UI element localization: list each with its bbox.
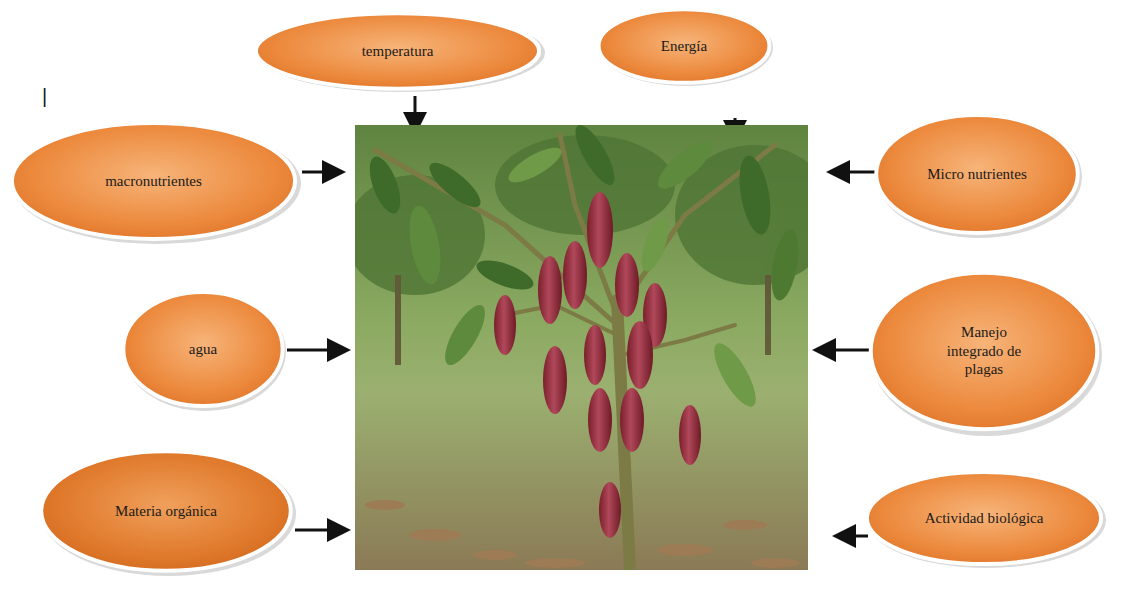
cacao-photo xyxy=(355,125,808,570)
leaf-litter xyxy=(365,500,799,568)
arrow xyxy=(414,96,417,130)
orange-ellipse: Micro nutrientes xyxy=(872,110,1082,238)
node-label: temperatura xyxy=(362,42,434,61)
arrow xyxy=(832,171,880,174)
cacao-pods xyxy=(494,192,701,538)
text-block: temperatura xyxy=(362,42,434,61)
arrow xyxy=(295,529,345,532)
ellipse-shape xyxy=(41,451,291,571)
node-label: Materia orgánica xyxy=(115,502,217,521)
text-block: Micro nutrientes xyxy=(927,165,1027,184)
ellipse-shape xyxy=(871,273,1098,429)
text-block: Materia orgánica xyxy=(115,502,217,521)
cursor-mark: | xyxy=(42,86,47,106)
arrow xyxy=(838,535,868,538)
ellipse-shadow xyxy=(256,13,545,92)
node-label: Manejo integrado de plagas xyxy=(934,323,1034,379)
ellipse-shape xyxy=(599,9,770,83)
ellipse-shape xyxy=(867,472,1101,564)
text-block: Actividad biológica xyxy=(925,509,1044,528)
orange-ellipse: Energía xyxy=(595,6,773,86)
text-block: Manejo integrado de plagas xyxy=(934,323,1034,379)
arrow xyxy=(302,171,340,174)
ellipse-shape xyxy=(12,123,295,239)
orange-ellipse: agua xyxy=(120,287,286,411)
ellipse-shadow xyxy=(123,292,286,411)
ellipse-shadow xyxy=(12,123,301,244)
text-block: macronutrientes xyxy=(105,172,202,191)
ellipse-shape xyxy=(256,13,539,88)
node-label: Micro nutrientes xyxy=(927,165,1027,184)
node-label: agua xyxy=(189,340,217,359)
ellipse-shape xyxy=(876,115,1078,233)
orange-ellipse: Manejo integrado de plagas xyxy=(866,266,1102,436)
arrow xyxy=(818,349,872,352)
node-label: Energía xyxy=(661,37,707,56)
background-trees xyxy=(355,135,808,365)
node-label: Actividad biológica xyxy=(925,509,1044,528)
ellipse-shadow xyxy=(867,472,1106,568)
orange-ellipse: macronutrientes xyxy=(6,118,301,244)
arrow xyxy=(287,349,345,352)
text-block: agua xyxy=(189,340,217,359)
orange-ellipse: Materia orgánica xyxy=(36,446,296,576)
ellipse-shadow xyxy=(876,115,1082,238)
node-label: macronutrientes xyxy=(105,172,202,191)
ellipse-shadow xyxy=(599,9,773,86)
branches xyxy=(375,135,775,570)
text-block: Energía xyxy=(661,37,707,56)
orange-ellipse: temperatura xyxy=(250,10,545,92)
ellipse-shape xyxy=(123,292,282,406)
leaves xyxy=(363,125,803,412)
ellipse-shadow xyxy=(41,451,296,576)
orange-ellipse: Actividad biológica xyxy=(862,468,1106,568)
ellipse-shadow xyxy=(871,273,1102,436)
